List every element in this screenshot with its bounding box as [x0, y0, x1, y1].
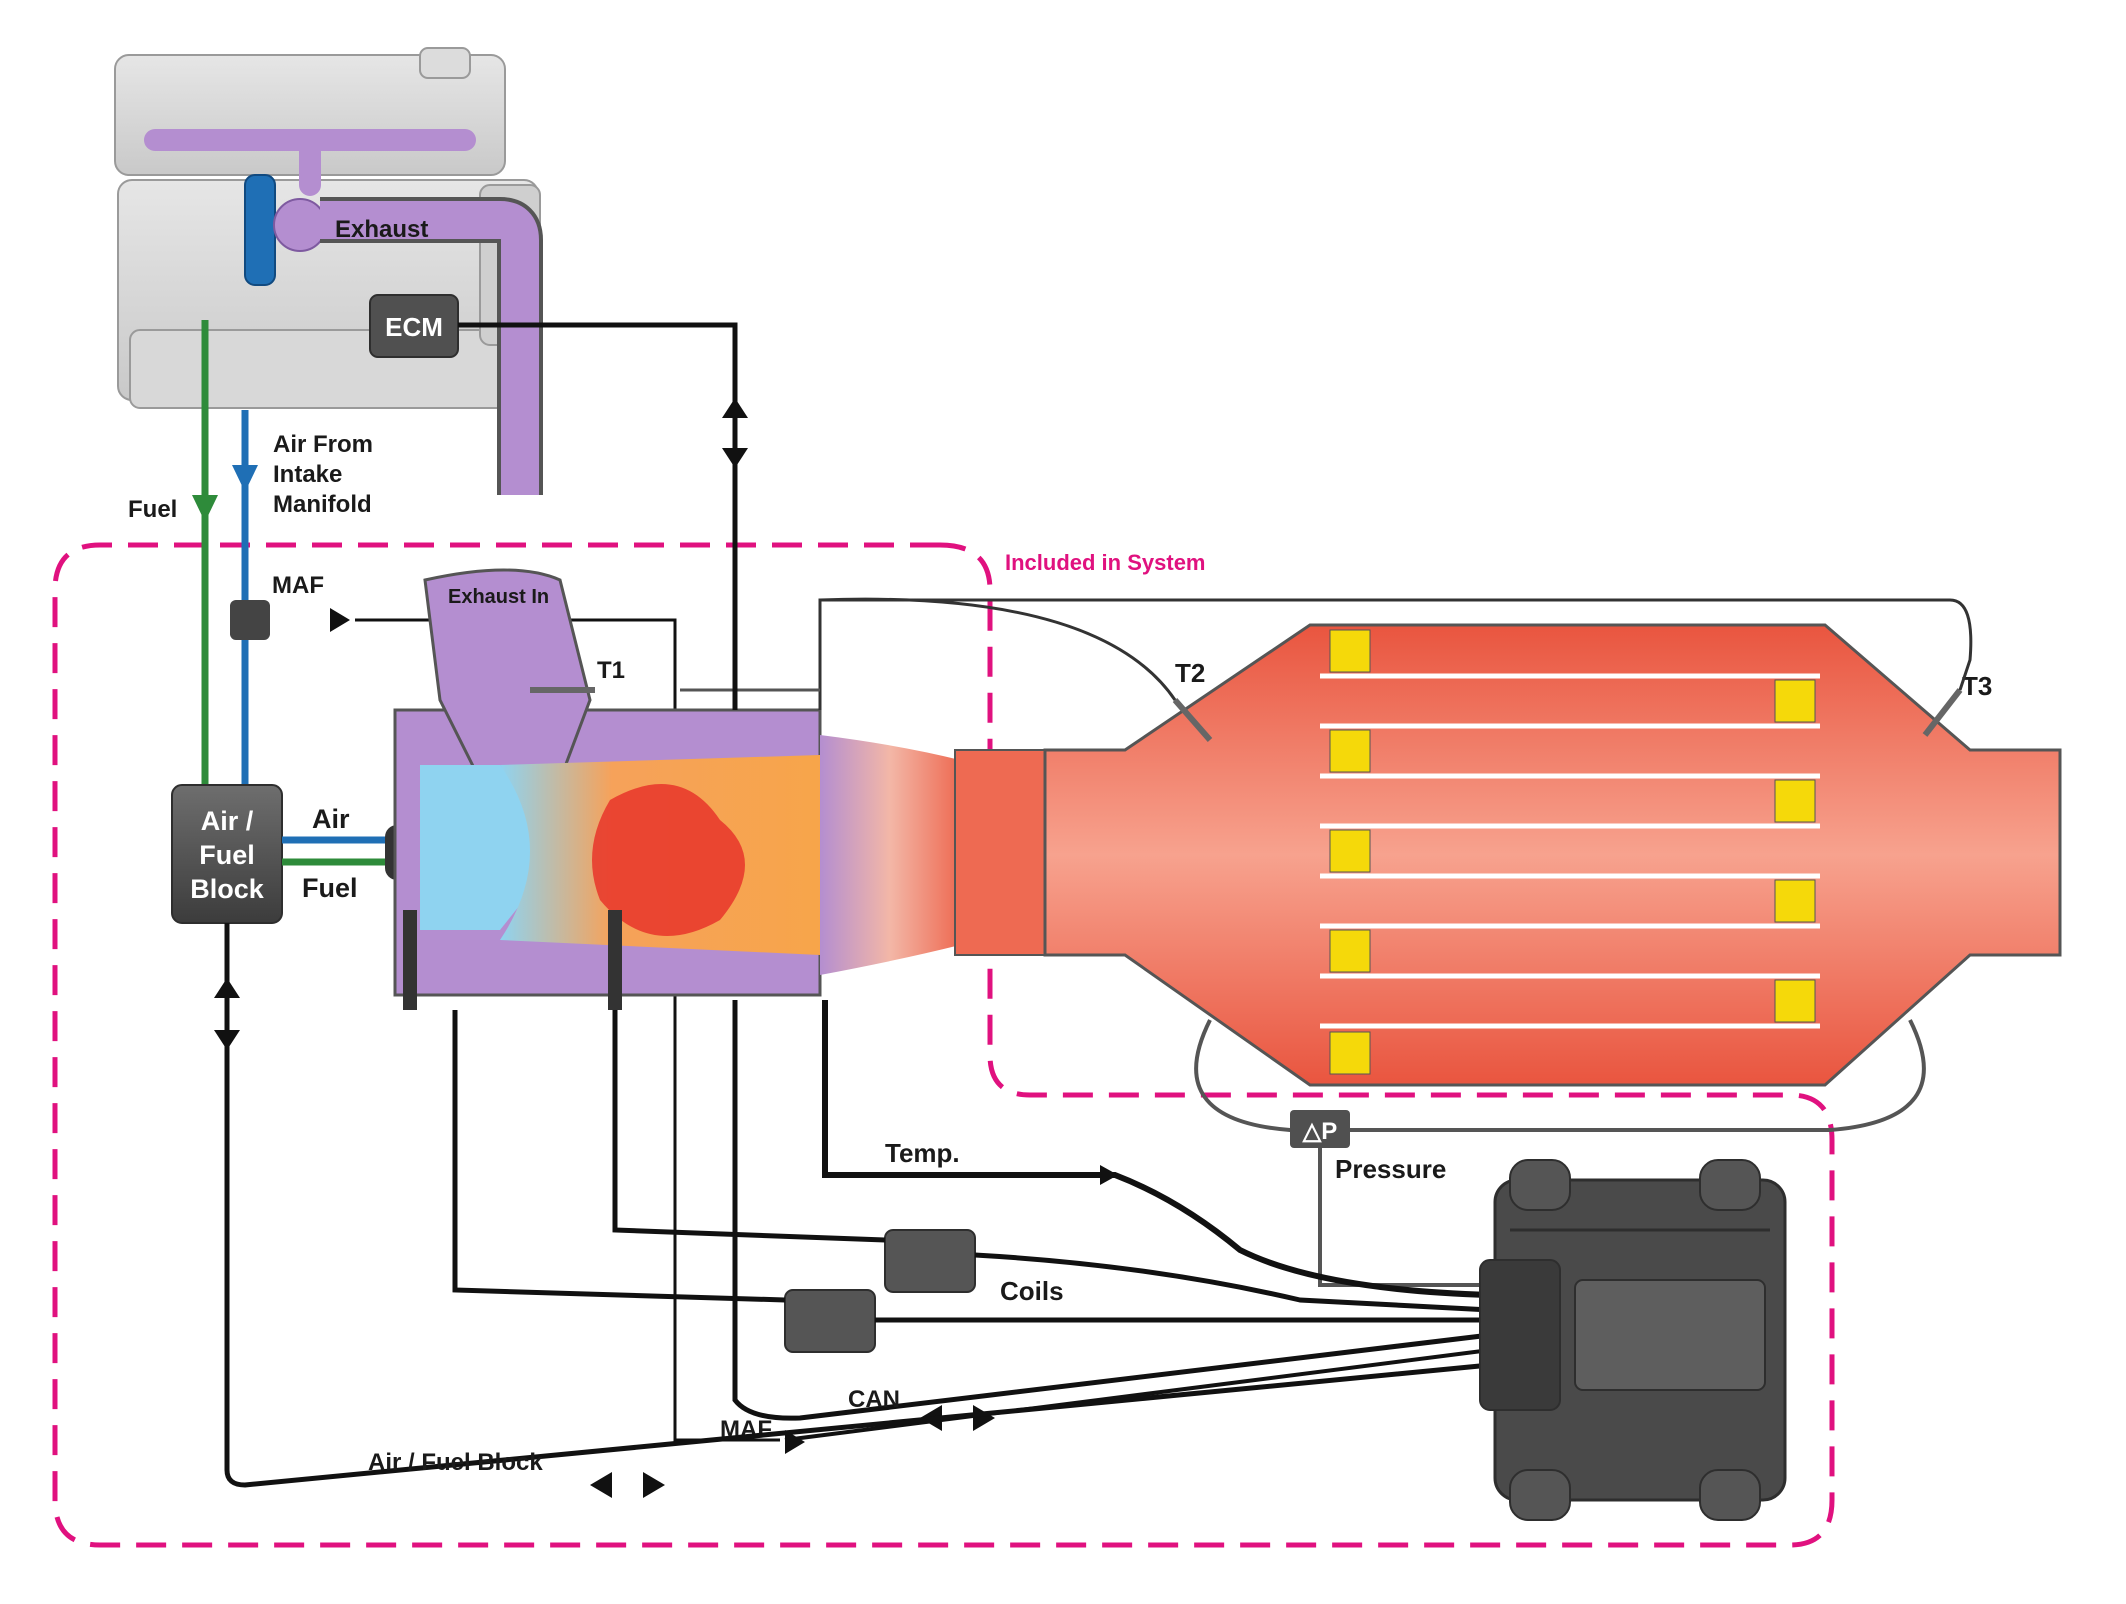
air-fuel-block-label-3: Block — [190, 874, 265, 904]
fuel-label-top: Fuel — [128, 496, 177, 523]
air-fuel-block-bottom-label: Air / Fuel Block — [368, 1449, 543, 1476]
included-in-system-label: Included in System — [1005, 550, 1206, 575]
air-from-label-1: Air From — [273, 431, 373, 458]
engine: Exhaust ECM — [114, 47, 543, 495]
maf-signal-arrow-icon — [330, 608, 350, 632]
air-label: Air — [312, 804, 350, 834]
burner-assembly: Exhaust In T1 — [393, 568, 960, 1010]
dpf-catalyst: T2 T3 — [954, 623, 2062, 1087]
air-fuel-block: Air / Fuel Block Air Fuel — [171, 784, 425, 924]
maf-label-top: MAF — [272, 572, 324, 599]
delta-p-sensor — [1290, 1110, 1350, 1148]
can-label: CAN — [848, 1386, 900, 1413]
fuel-flow-arrow-icon — [192, 495, 218, 522]
air-flow-arrow-icon — [232, 465, 258, 492]
air-from-label-2: Intake — [273, 461, 342, 488]
air-from-label-3: Manifold — [273, 491, 372, 518]
delta-p-label: △P — [1302, 1118, 1337, 1145]
maf-sensor-icon — [230, 600, 270, 640]
air-fuel-block-label-1: Air / — [201, 806, 254, 836]
exhaust-in-label: Exhaust In — [448, 586, 549, 608]
t1-label: T1 — [597, 657, 625, 684]
control-unit — [1479, 1159, 1787, 1521]
temp-label: Temp. — [885, 1138, 960, 1168]
filter-plugs — [1329, 629, 1816, 1075]
coils-label: Coils — [1000, 1276, 1064, 1306]
turbocharger-icon — [244, 174, 327, 286]
t3-label: T3 — [1962, 671, 1992, 701]
exhaust-label: Exhaust — [335, 216, 428, 243]
pressure-label: Pressure — [1335, 1154, 1446, 1184]
filter-channels — [1320, 673, 1820, 1029]
t2-label: T2 — [1175, 658, 1205, 688]
ignition-coils: Coils — [784, 1229, 1064, 1353]
ecm-label: ECM — [385, 312, 443, 342]
air-fuel-block-label-2: Fuel — [199, 840, 255, 870]
fuel-label: Fuel — [302, 873, 358, 903]
system-boundary — [52, 542, 1835, 1548]
